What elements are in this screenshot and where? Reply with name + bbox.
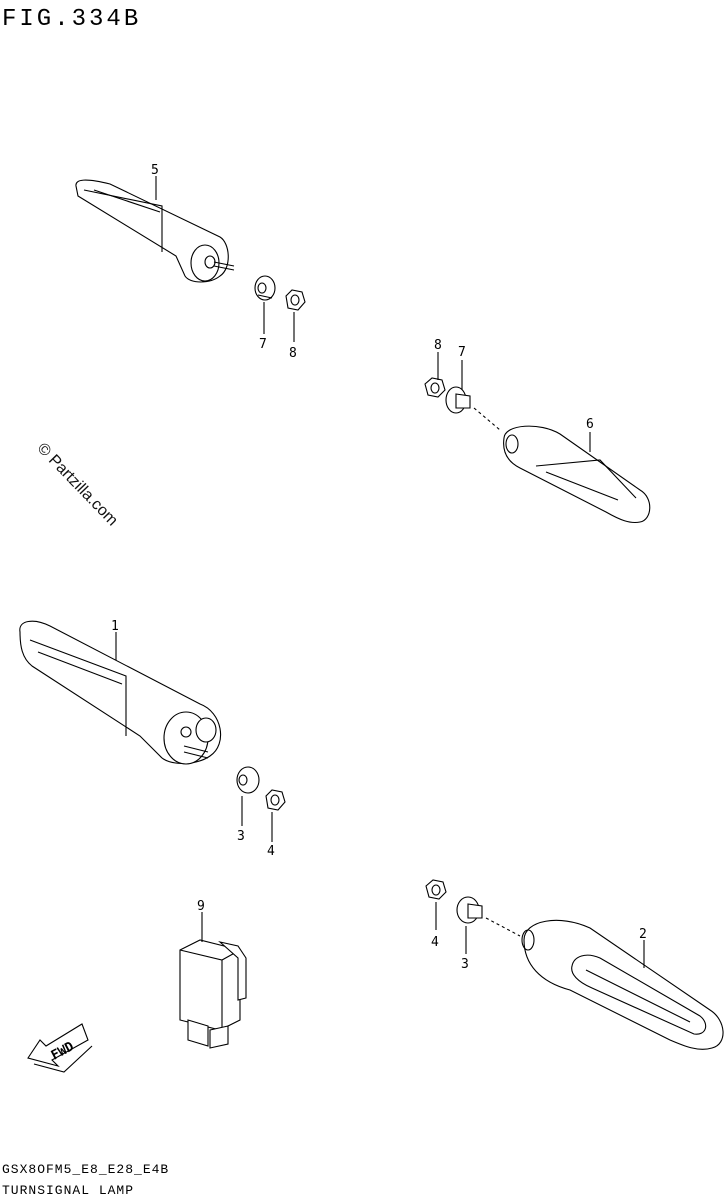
callout-9: 9 [197,899,205,914]
callout-4-left: 4 [267,844,275,859]
callout-7-upper: 7 [259,337,267,352]
part-8-nut-right[interactable] [424,377,446,398]
part-4-nut-lower-left[interactable] [265,789,286,811]
section-name: TURNSIGNAL LAMP [2,1183,135,1198]
part-7-washer-right[interactable] [445,386,471,414]
callout-5: 5 [151,163,159,178]
callout-7-right: 7 [458,345,466,360]
part-3-washer-lower-right[interactable] [456,896,483,924]
part-7-washer-upper[interactable] [254,275,276,301]
part-8-nut-upper[interactable] [285,289,306,311]
model-code: GSX8OFM5_E8_E28_E4B [2,1162,170,1177]
fwd-arrow-icon: FWD [27,1023,93,1073]
callout-2: 2 [639,927,647,942]
callout-1: 1 [111,619,119,634]
callout-6: 6 [586,417,594,432]
figure-title: FIG.334B [2,6,142,33]
callout-3-right: 3 [461,957,469,972]
callout-4-right: 4 [431,935,439,950]
part-5-turn-signal[interactable] [75,179,235,283]
part-2-turn-signal[interactable] [521,919,724,1050]
part-4-nut-lower-right[interactable] [425,879,447,900]
part-9-relay[interactable] [179,939,247,1049]
part-3-washer-lower-left[interactable] [236,766,260,794]
callout-8-right: 8 [434,338,442,353]
callout-3-left: 3 [237,829,245,844]
part-6-turn-signal[interactable] [503,425,651,524]
callout-8-upper: 8 [289,346,297,361]
part-1-turn-signal[interactable] [19,620,222,765]
